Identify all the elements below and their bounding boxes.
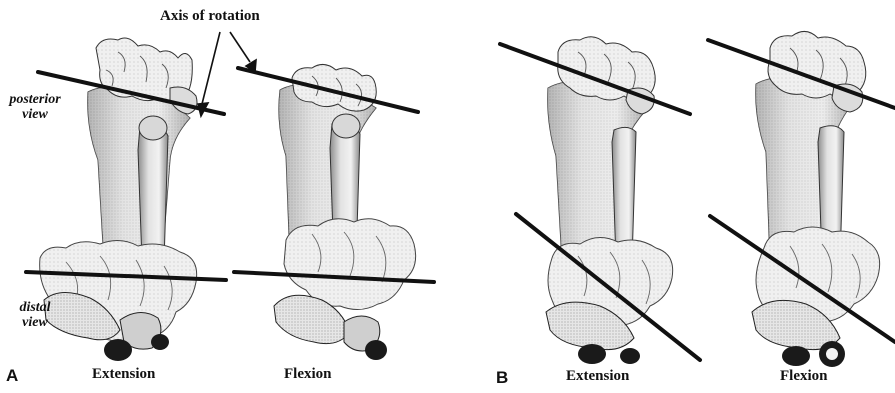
posterior-view-word-2: view <box>2 107 68 122</box>
panel-a-extension-label: Extension <box>92 366 155 383</box>
ulnar-styloid <box>578 344 606 364</box>
axis-annotation-arrows <box>198 32 256 116</box>
panel-b-letter: B <box>496 368 508 388</box>
posterior-view-label: posterior view <box>2 92 68 122</box>
distal-view-word-1: distal <box>2 300 68 315</box>
posterior-view-word-1: posterior <box>2 92 68 107</box>
panel-b-posterior-extension <box>548 37 656 262</box>
panel-a-posterior-extension <box>88 38 197 262</box>
distal-view-word-2: view <box>2 315 68 330</box>
ulna-head <box>332 114 360 138</box>
panel-b-distal-flexion <box>752 227 880 367</box>
panel-a-letter: A <box>6 366 18 386</box>
panel-a-distal-flexion <box>274 219 416 360</box>
panel-a-flexion-label: Flexion <box>284 366 332 383</box>
ulna-bone <box>138 124 168 262</box>
panel-b-distal-extension <box>546 237 673 364</box>
panel-b-extension-label: Extension <box>566 368 629 385</box>
axis-of-rotation-label: Axis of rotation <box>160 8 260 25</box>
ulnar-styloid <box>782 346 810 366</box>
panel-b-flexion-label: Flexion <box>780 368 828 385</box>
ulnar-styloid <box>104 339 132 361</box>
arrow-to-a-posterior-flexion <box>230 32 250 62</box>
ulnar-styloid <box>365 340 387 360</box>
arrow-to-a-posterior-extension <box>202 32 220 104</box>
distal-view-label: distal view <box>2 300 68 330</box>
ulna-head <box>139 116 167 140</box>
